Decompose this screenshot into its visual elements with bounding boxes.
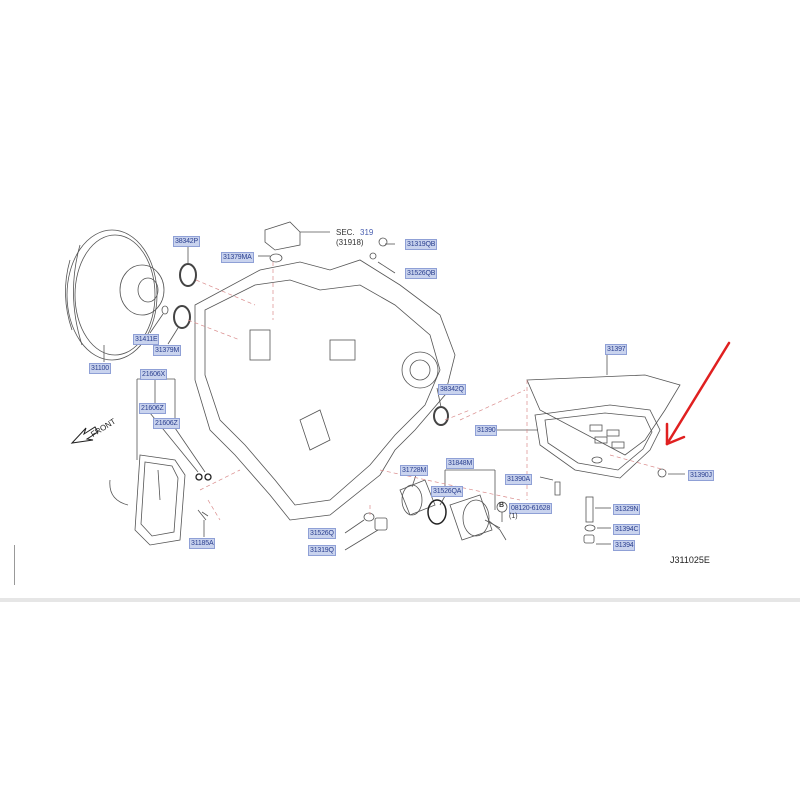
part-label-31390[interactable]: 31390 xyxy=(475,425,498,436)
bottom-divider xyxy=(0,598,800,602)
part-label-31329N[interactable]: 31329N xyxy=(613,504,641,515)
part-label-21606Z-second[interactable]: 21606Z xyxy=(153,418,180,429)
front-arrow-icon xyxy=(70,426,99,444)
part-label-31379M[interactable]: 31379M xyxy=(153,345,182,356)
part-label-31319Q[interactable]: 31319Q xyxy=(308,545,336,556)
part-label-31394[interactable]: 31394 xyxy=(613,540,636,551)
part-label-31526QB[interactable]: 31526QB xyxy=(405,268,438,279)
callout-b-letter: B xyxy=(499,502,505,509)
torque-converter-drawing xyxy=(65,229,165,361)
part-label-38342P[interactable]: 38342P xyxy=(173,236,200,247)
part-label-31397[interactable]: 31397 xyxy=(605,344,628,355)
figure-code: J311025E xyxy=(670,555,710,565)
section-number-link[interactable]: 319 xyxy=(360,228,374,237)
part-label-31526QA[interactable]: 31526QA xyxy=(431,486,464,497)
section-subref: (31918) xyxy=(336,238,364,247)
part-label-21606Z[interactable]: 21606Z xyxy=(139,403,166,414)
part-label-31848M[interactable]: 31848M xyxy=(446,458,475,469)
part-label-08120-61628[interactable]: 08120-61628 xyxy=(509,503,553,514)
part-label-31394C[interactable]: 31394C xyxy=(613,524,641,535)
left-edge-divider xyxy=(14,545,15,585)
part-label-31185A[interactable]: 31185A xyxy=(189,538,216,549)
section-label: SEC. xyxy=(336,228,355,237)
part-label-31390J[interactable]: 31390J xyxy=(688,470,714,481)
part-label-31728M[interactable]: 31728M xyxy=(400,465,429,476)
part-label-31379MA[interactable]: 31379MA xyxy=(221,252,254,263)
red-annotation-arrow-icon xyxy=(665,341,731,446)
part-label-31526Q[interactable]: 31526Q xyxy=(308,528,336,539)
part-label-31319QB[interactable]: 31319QB xyxy=(405,239,438,250)
part-label-21606X[interactable]: 21606X xyxy=(140,369,167,380)
part-label-31390A[interactable]: 31390A xyxy=(505,474,532,485)
callout-b-quantity: (1) xyxy=(509,513,518,520)
part-label-38342Q[interactable]: 38342Q xyxy=(438,384,466,395)
part-label-31411E[interactable]: 31411E xyxy=(133,334,160,345)
part-label-31100[interactable]: 31100 xyxy=(89,363,111,374)
